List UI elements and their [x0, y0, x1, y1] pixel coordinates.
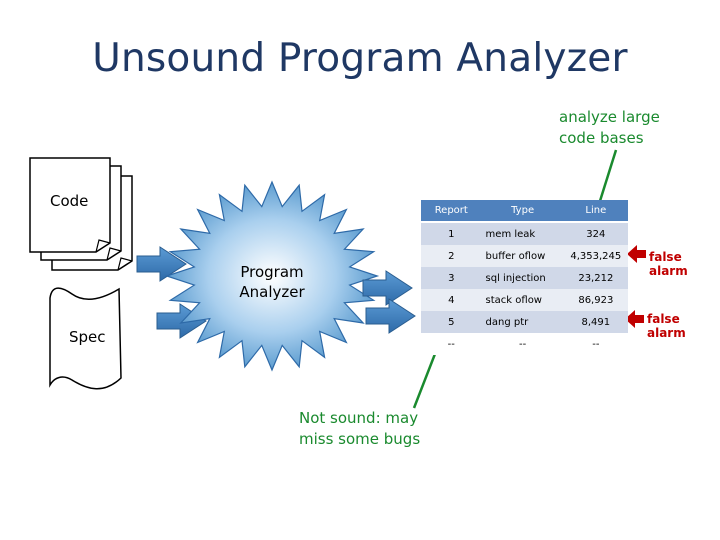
cell-type: sql injection	[481, 267, 564, 289]
spec-input-arrow	[156, 303, 207, 339]
cell-report: --	[421, 333, 482, 355]
cell-line: 324	[563, 222, 628, 245]
cell-report: 2	[421, 245, 482, 267]
false-alarm-arrow-1	[627, 245, 646, 263]
not-sound-note: Not sound: may miss some bugs	[299, 408, 439, 450]
program-analyzer-label: Program Analyzer	[222, 262, 322, 302]
report-output-arrow	[362, 270, 413, 306]
cell-report: 4	[421, 289, 482, 311]
cell-line: 8,491	[563, 311, 628, 333]
false-alarm-arrow-2	[625, 310, 644, 328]
code-input-arrow	[136, 246, 187, 282]
cell-type: buffer oflow	[481, 245, 564, 267]
slide-title: Unsound Program Analyzer	[92, 36, 628, 81]
table-row: -- -- --	[421, 333, 628, 355]
header-report: Report	[421, 200, 482, 223]
analyzer-label-line-2: Analyzer	[239, 283, 305, 301]
report-table: Report Type Line 1 mem leak 324 2 buffer…	[421, 200, 628, 355]
cell-line: 86,923	[563, 289, 628, 311]
analyze-note-line-2: code bases	[559, 129, 644, 147]
false-alarm-label-1: false alarm	[649, 250, 688, 278]
program-analyzer-starburst	[164, 180, 380, 372]
table-row: 4 stack oflow 86,923	[421, 289, 628, 311]
not-sound-note-line-1: Not sound: may	[299, 409, 419, 427]
cell-report: 3	[421, 267, 482, 289]
code-documents-icon	[29, 157, 133, 271]
analyze-large-code-bases-note: analyze large code bases	[559, 107, 689, 149]
cell-line: --	[563, 333, 628, 355]
table-row: 1 mem leak 324	[421, 222, 628, 245]
spec-label: Spec	[69, 328, 106, 346]
cell-type: stack oflow	[481, 289, 564, 311]
analyzer-label-line-1: Program	[240, 263, 304, 281]
cell-type: dang ptr	[481, 311, 564, 333]
false-alarm-label-2: false alarm	[647, 312, 686, 340]
cell-line: 4,353,245	[563, 245, 628, 267]
not-sound-note-line-2: miss some bugs	[299, 430, 421, 448]
table-row: 3 sql injection 23,212	[421, 267, 628, 289]
report-output-arrow-2	[365, 298, 416, 334]
analyze-note-line-1: analyze large	[559, 108, 660, 126]
cell-type: mem leak	[481, 222, 564, 245]
cell-report: 1	[421, 222, 482, 245]
cell-report: 5	[421, 311, 482, 333]
cell-line: 23,212	[563, 267, 628, 289]
header-line: Line	[563, 200, 628, 223]
cell-type: --	[481, 333, 564, 355]
table-row: 5 dang ptr 8,491	[421, 311, 628, 333]
spec-scroll-icon	[49, 287, 122, 390]
code-label: Code	[50, 192, 89, 210]
table-row: 2 buffer oflow 4,353,245	[421, 245, 628, 267]
header-type: Type	[481, 200, 564, 223]
report-table-header-row: Report Type Line	[421, 200, 628, 223]
